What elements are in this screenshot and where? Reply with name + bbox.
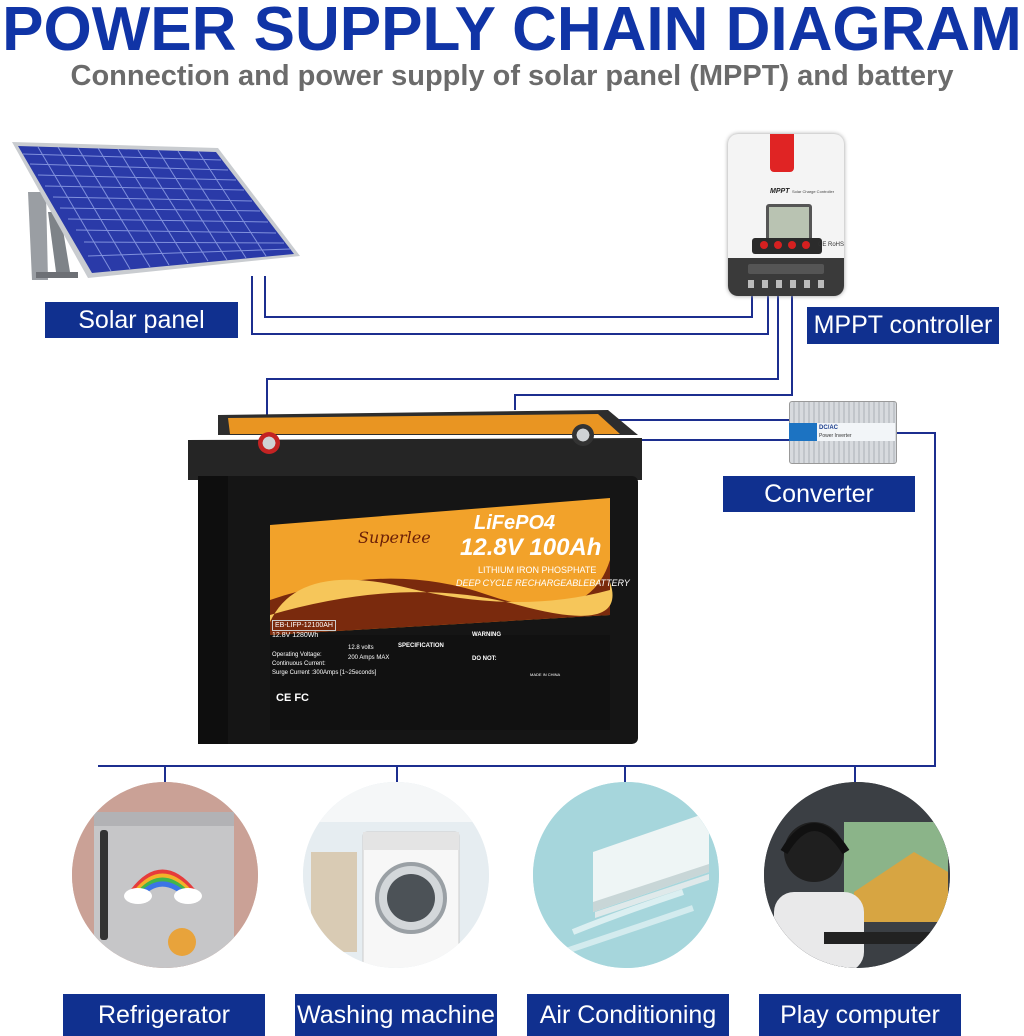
battery-warning-heading: WARNING: [472, 632, 501, 638]
air-conditioning-image: [533, 782, 719, 968]
mppt-button-3[interactable]: [788, 241, 796, 249]
battery-device: Superlee LiFePO4 12.8V 100Ah LITHIUM IRO…: [188, 410, 642, 750]
wire-converter-out: [98, 432, 936, 767]
mppt-controller-label: MPPT controller: [807, 307, 999, 344]
appliance-label-air-conditioning: Air Conditioning: [527, 994, 729, 1036]
mppt-button-2[interactable]: [774, 241, 782, 249]
battery-op-voltage-value: 12.8 volts: [348, 645, 374, 651]
solar-panel-label: Solar panel: [45, 302, 238, 338]
mppt-controller-device: MPPT Solar Charge Controller CE RoHS: [728, 134, 844, 296]
mppt-button-1[interactable]: [760, 241, 768, 249]
battery-spec-heading: SPECIFICATION: [398, 643, 444, 649]
wire-mppt-to-battery-pos: [266, 292, 779, 440]
refrigerator-icon: [72, 782, 258, 968]
appliance-label-refrigerator: Refrigerator: [63, 994, 265, 1036]
battery-cert-marks: CE FC: [276, 692, 309, 704]
battery-cont-current-label: Continuous Current:: [272, 661, 326, 667]
battery-rating: 12.8V 100Ah: [460, 534, 602, 561]
battery-do-not-heading: DO NOT:: [472, 656, 497, 662]
battery-type-line1: LITHIUM IRON PHOSPHATE: [478, 565, 597, 575]
battery-surge-label: Surge Current :300Amps [1~25econds]: [272, 670, 377, 676]
battery-type-line2: DEEP CYCLE RECHARGEABLEBATTERY: [456, 578, 630, 588]
battery-chemistry: LiFePO4: [474, 512, 556, 534]
air-conditioner-icon: [533, 782, 719, 968]
washing-machine-icon: [303, 782, 489, 968]
battery-op-voltage-label: Operating Voltage:: [272, 652, 322, 658]
appliance-label-play-computer: Play computer: [759, 994, 961, 1036]
wire-mppt-to-battery-neg: [514, 292, 793, 410]
battery-model: EB-LIFP-12100AH: [272, 620, 336, 631]
battery-made-in: MADE IN CHINA: [530, 672, 561, 677]
mppt-cert-marks: CE RoHS: [818, 242, 845, 248]
refrigerator-image: [72, 782, 258, 968]
converter-tag: DC/AC: [819, 425, 838, 431]
converter-device: DC/AC Power Inverter: [789, 401, 897, 464]
battery-cont-current-value: 200 Amps MAX: [348, 655, 390, 661]
converter-caption: Power Inverter: [819, 433, 852, 439]
page-title: POWER SUPPLY CHAIN DIAGRAM: [2, 0, 1022, 64]
mppt-caption: Solar Charge Controller: [792, 189, 835, 194]
converter-label: Converter: [723, 476, 915, 512]
page-subtitle: Connection and power supply of solar pan…: [70, 60, 954, 92]
battery-negative-terminal: [572, 424, 594, 446]
play-computer-image: [764, 782, 950, 968]
solar-panel-icon: [12, 142, 300, 280]
battery-brand: Superlee: [358, 528, 431, 547]
mppt-lcd-screen: [766, 204, 812, 242]
battery-positive-terminal: [258, 432, 280, 454]
computer-icon: [764, 782, 950, 968]
washing-machine-image: [303, 782, 489, 968]
wire-panel-to-mppt-1: [264, 276, 753, 318]
wire-panel-to-mppt-2: [251, 276, 769, 335]
mppt-brand: MPPT: [770, 188, 790, 195]
mppt-button-4[interactable]: [802, 241, 810, 249]
battery-model-spec: 12.8V 1280Wh: [272, 632, 319, 639]
appliance-label-washing-machine: Washing machine: [295, 994, 497, 1036]
